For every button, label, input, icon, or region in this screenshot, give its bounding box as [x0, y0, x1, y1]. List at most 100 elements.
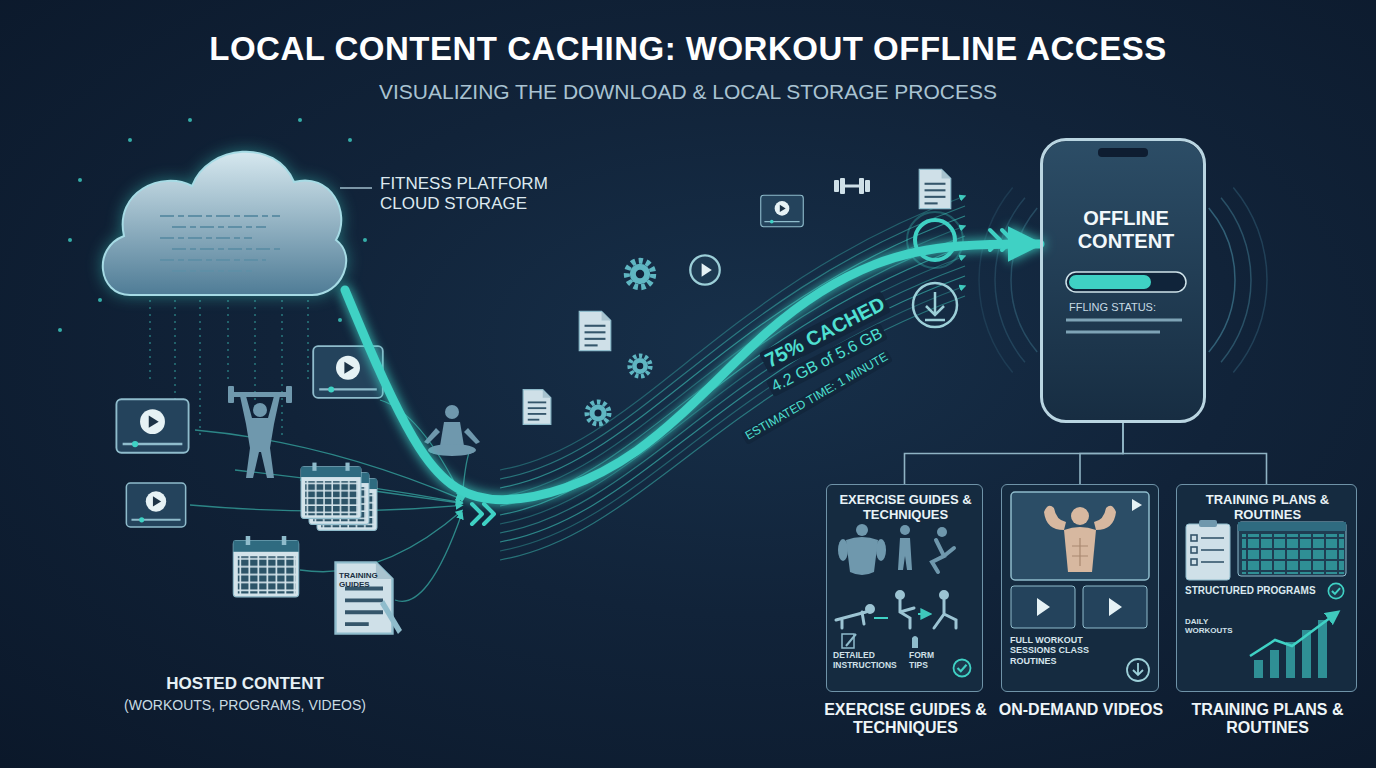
video-illustration: [1132, 499, 1142, 511]
flow-lines: [338, 318, 342, 322]
chevrons: [472, 230, 1012, 524]
phone-screen: [1066, 331, 1160, 334]
subtitle: VISUALIZING THE DOWNLOAD & LOCAL STORAGE…: [0, 80, 1376, 104]
video-illustration: [1011, 492, 1149, 681]
cloud-shape: [90, 130, 345, 315]
doc-label: TRAINING GUIDES: [339, 571, 385, 589]
weightlifter-figure: [286, 386, 292, 403]
exercise-illustration: [937, 527, 947, 537]
panel-note: DETAILED INSTRUCTIONS: [833, 651, 907, 671]
tree-connector: [905, 423, 1124, 484]
flow-lines: [128, 138, 132, 142]
cloud-shape: [172, 270, 252, 272]
exercise-illustration: [838, 524, 947, 575]
panel-title: EXERCISE GUIDES & TECHNIQUES: [817, 701, 994, 738]
exercise-illustration: [836, 592, 956, 629]
screen-heading: OFFLINE CONTENT: [1053, 207, 1199, 253]
stream-icons: [587, 402, 609, 424]
flow-lines: [68, 238, 72, 242]
flow-lines: [979, 187, 1013, 372]
phone-screen: [1043, 141, 1203, 420]
flow-lines: [298, 118, 302, 122]
panel-ground: [826, 484, 1357, 692]
exercise-illustration: [842, 634, 854, 648]
stream-icons: [919, 169, 950, 208]
yoga-figure: [428, 444, 476, 456]
plan-illustration: [1328, 583, 1343, 598]
flow-lines: [227, 300, 228, 380]
content-panel: TRAINING PLANS & ROUTINESSTRUCTURED PROG…: [1176, 484, 1357, 692]
plan-illustration: [1238, 522, 1346, 531]
exercise-illustration: [932, 540, 954, 572]
plan-illustration: [1286, 642, 1295, 678]
exercise-illustration: [912, 636, 918, 648]
cloud-storage: FITNESS PLATFORM CLOUD STORAGE: [90, 130, 345, 315]
yoga-figure: [424, 428, 440, 444]
panel-ground: [1001, 484, 1159, 692]
panel-title: TRAINING PLANS & ROUTINES: [1171, 701, 1364, 738]
tree-connector: [1123, 423, 1267, 484]
flow-lines: [500, 246, 965, 515]
plan-illustration: [1250, 612, 1338, 656]
download-icon: [925, 292, 945, 320]
video-illustration: [1127, 659, 1149, 681]
flow-lines: [188, 118, 192, 122]
video-illustration: [1094, 506, 1116, 530]
flow-lines: [395, 513, 462, 601]
video-illustration: [1071, 507, 1089, 525]
phone-screen: [1043, 141, 1203, 420]
hosted-icons: [116, 346, 402, 634]
weightlifter-figure: [253, 403, 267, 417]
exercise-illustration: [846, 537, 878, 575]
phone-screen: [1069, 275, 1151, 289]
cloud-shape: [103, 152, 346, 295]
stream-icons: [579, 311, 610, 350]
exercise-illustration: [836, 612, 866, 628]
panel-heading: TRAINING PLANS & ROUTINES: [1183, 493, 1352, 523]
exercise-illustration: [876, 539, 886, 561]
panel-note: FULL WORKOUT SESSIONS CLASS ROUTINES: [1010, 635, 1124, 666]
flow-lines: [149, 300, 150, 380]
flow-lines: [500, 196, 965, 470]
exercise-illustration: [846, 634, 856, 646]
stream-icons: [523, 169, 951, 424]
yoga-figure: [424, 405, 480, 456]
stream-icons: [627, 261, 653, 287]
plan-illustration: [1201, 549, 1224, 551]
exercise-illustration: [934, 600, 956, 628]
plan-illustration: [1238, 522, 1346, 576]
cloud-shape: [160, 259, 266, 261]
flow-lines: [995, 198, 1025, 363]
flow-lines: [500, 206, 965, 479]
plan-illustration: [1191, 559, 1197, 565]
yoga-figure: [445, 405, 459, 419]
video-illustration: [1064, 527, 1096, 572]
panel-heading: EXERCISE GUIDES & TECHNIQUES: [833, 493, 978, 523]
plan-illustration: [1318, 620, 1327, 678]
hosted-icons: [116, 399, 188, 453]
hosted-subtext: (WORKOUTS, PROGRAMS, VIDEOS): [100, 697, 390, 713]
plan-illustration: [1201, 561, 1224, 563]
cloud-shape: [160, 237, 252, 239]
content-panel: EXERCISE GUIDES & TECHNIQUES DETAILED INS…: [826, 484, 983, 692]
exercise-illustration: [954, 660, 971, 677]
weightlifter-figure: [228, 386, 292, 478]
stream-icons: [834, 178, 870, 194]
cloud-shape: [160, 215, 280, 217]
panel-note: DAILY WORKOUTS: [1185, 617, 1243, 635]
cloud-shape: [172, 226, 266, 228]
plan-illustration: [1191, 535, 1197, 541]
plan-illustration: [1199, 520, 1217, 527]
plan-illustration: [1242, 534, 1344, 574]
flow-lines: [78, 178, 82, 182]
video-illustration: [1044, 506, 1116, 572]
flow-lines: [1221, 198, 1251, 363]
hosted-heading: HOSTED CONTENT: [120, 674, 370, 694]
video-illustration: [1127, 659, 1149, 681]
exercise-illustration: [941, 592, 948, 599]
hosted-icons: [126, 483, 185, 527]
panel-note: FORM TIPS: [909, 651, 953, 671]
plan-illustration: [1270, 650, 1279, 678]
cloud-shape: [172, 248, 280, 250]
